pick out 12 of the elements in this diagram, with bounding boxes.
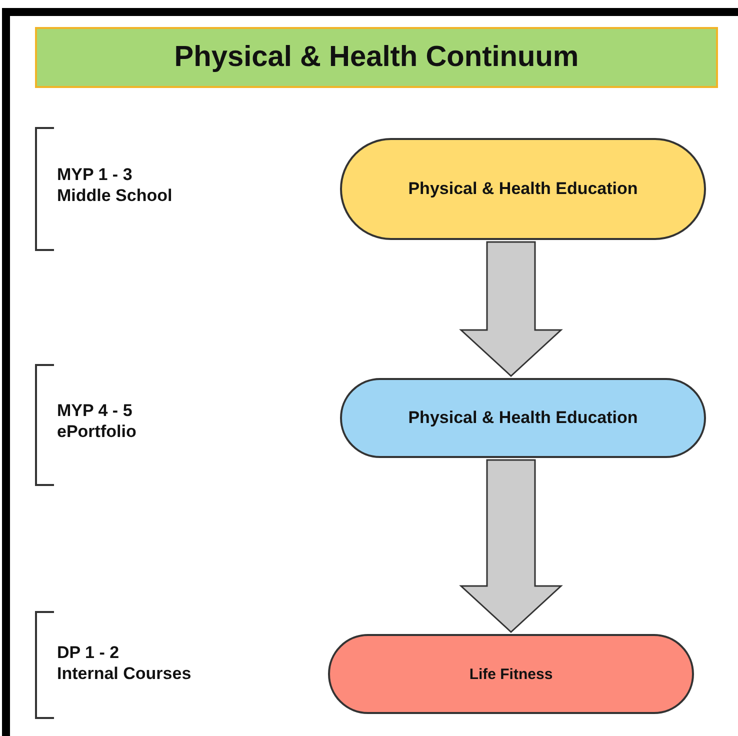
block-arrow bbox=[459, 241, 563, 378]
node-label: Life Fitness bbox=[469, 666, 553, 682]
node-label: Physical & Health Education bbox=[408, 408, 638, 428]
stage-label: MYP 1 - 3 bbox=[57, 165, 132, 185]
stage-label: MYP 4 - 5 bbox=[57, 401, 132, 421]
stage-label: Internal Courses bbox=[57, 664, 192, 684]
stage-label: ePortfolio bbox=[57, 422, 136, 442]
stage-label: DP 1 - 2 bbox=[57, 643, 120, 663]
stage-label: Middle School bbox=[57, 186, 172, 206]
block-arrow bbox=[459, 459, 563, 634]
node-label: Physical & Health Education bbox=[408, 179, 638, 199]
title-banner: Physical & Health Continuum bbox=[35, 27, 718, 88]
